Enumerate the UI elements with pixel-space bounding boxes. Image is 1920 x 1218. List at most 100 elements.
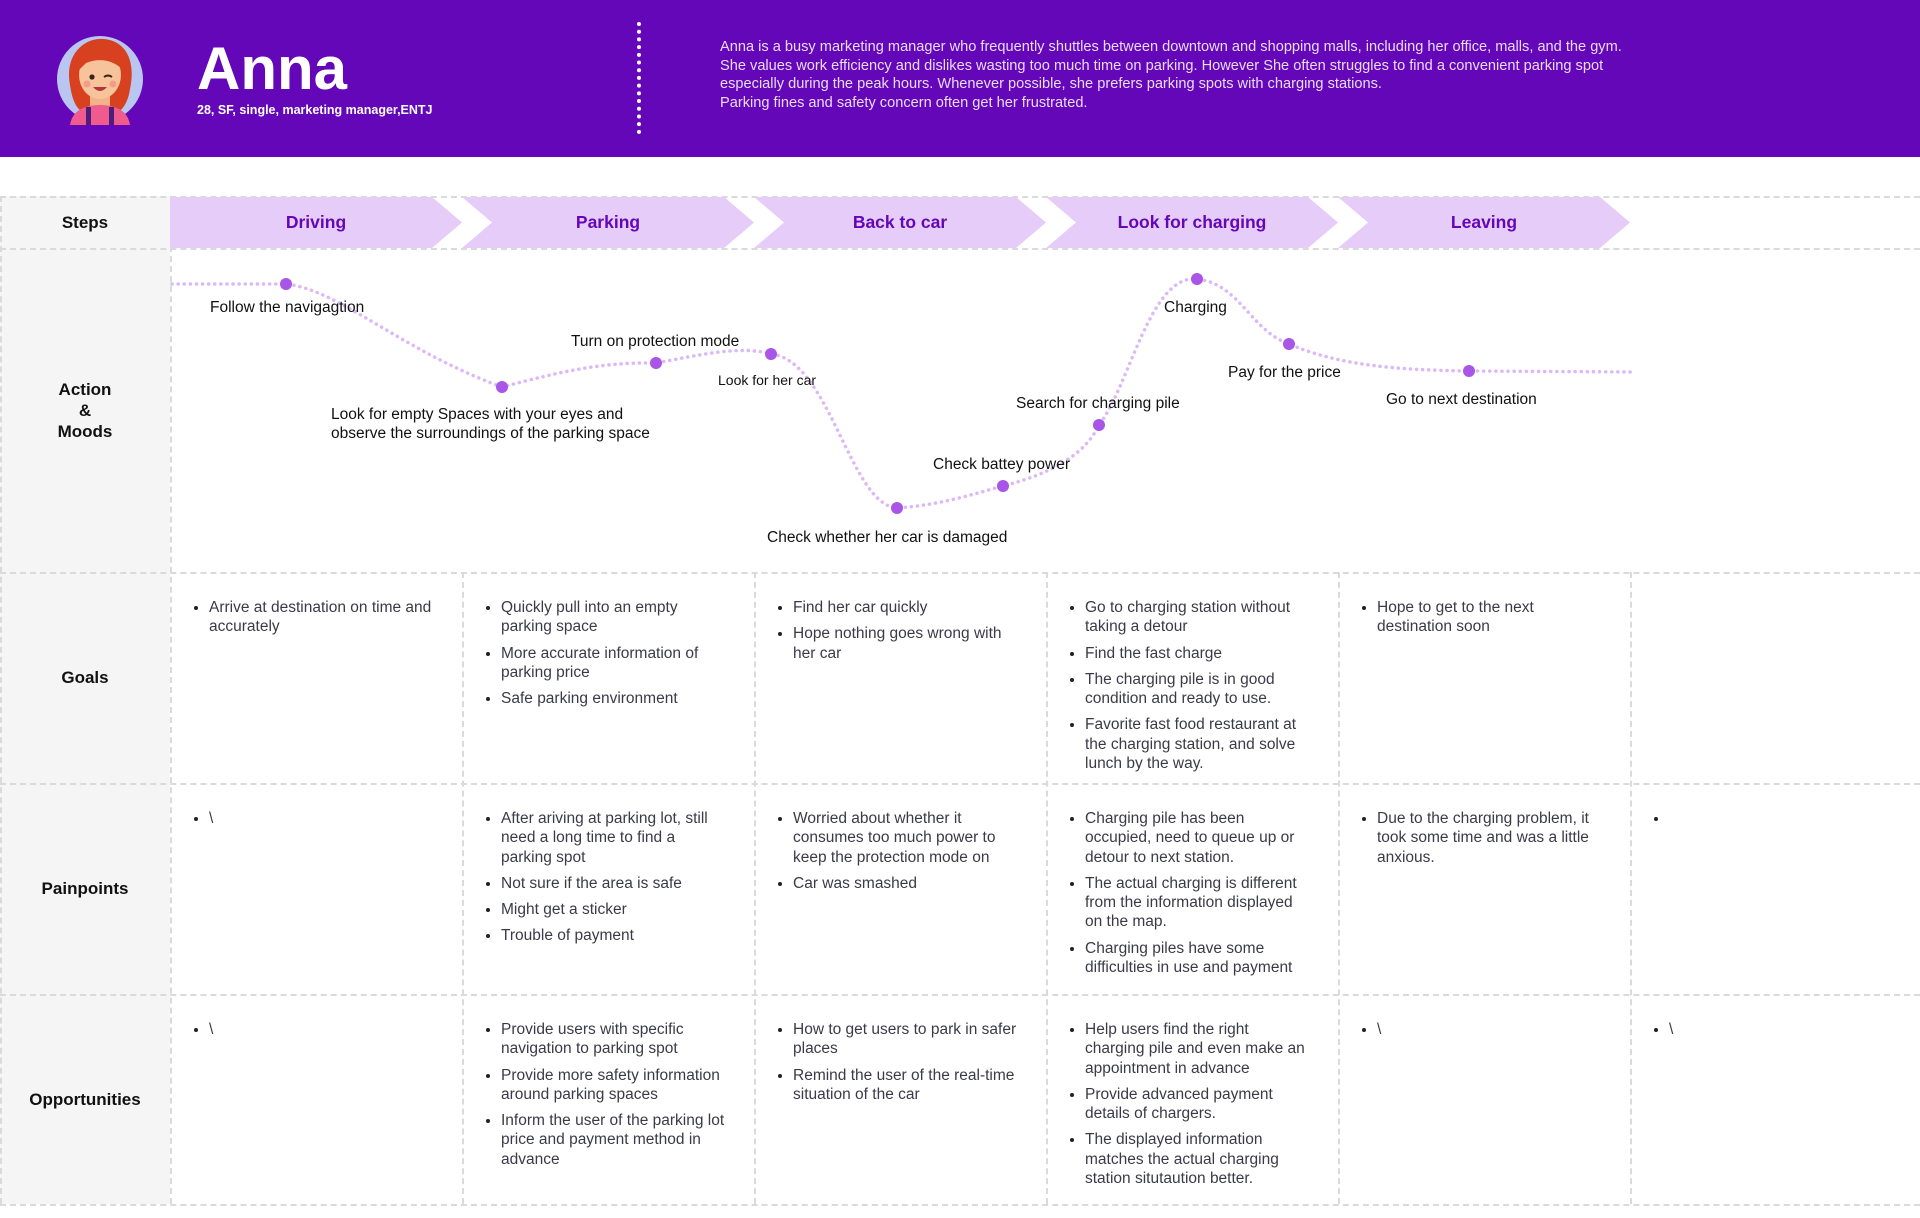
goal-item: More accurate information of parking pri…: [501, 644, 726, 683]
journey-label: Charging: [1164, 299, 1227, 316]
painpoint-item: [1669, 809, 1894, 828]
painpoints-cell-extra: [1649, 809, 1894, 835]
persona-description: Anna is a busy marketing manager who fre…: [720, 38, 1830, 112]
painpoint-item: Worried about whether it consumes too mu…: [793, 809, 1018, 867]
opportunity-item: How to get users to park in safer places: [793, 1020, 1018, 1059]
grid-line: [1046, 572, 1048, 1204]
step-driving: Driving: [170, 197, 462, 248]
mood-point: [650, 357, 662, 369]
opportunity-item: Help users find the right charging pile …: [1085, 1020, 1310, 1078]
persona-name: Anna: [197, 35, 347, 102]
description-line: Parking fines and safety concern often g…: [720, 94, 1088, 111]
step-parking: Parking: [462, 197, 754, 248]
painpoints-cell-back-to-car: Worried about whether it consumes too mu…: [773, 809, 1018, 900]
goal-item: Find her car quickly: [793, 598, 1018, 617]
painpoint-item: The actual charging is different from th…: [1085, 874, 1310, 932]
mood-point: [496, 381, 508, 393]
journey-label: Go to next destination: [1386, 391, 1537, 408]
journey-label: Pay for the price: [1228, 364, 1341, 381]
mood-curve: [170, 273, 1637, 514]
painpoint-item: Charging piles have some difficulties in…: [1085, 939, 1310, 978]
opportunity-item: Inform the user of the parking lot price…: [501, 1111, 731, 1169]
opportunity-item: Provide advanced payment details of char…: [1085, 1085, 1310, 1124]
painpoint-item: Trouble of payment: [501, 926, 726, 945]
description-line: Anna is a busy marketing manager who fre…: [720, 39, 1622, 55]
goal-item: Quickly pull into an empty parking space: [501, 598, 726, 637]
goal-item: The charging pile is in good condition a…: [1085, 670, 1310, 709]
journey-label: Turn on protection mode: [571, 333, 740, 350]
painpoint-item: Charging pile has been occupied, need to…: [1085, 809, 1310, 867]
header-divider: [637, 22, 641, 134]
row-label-goals: Goals: [61, 668, 109, 687]
row-label-line: Action: [58, 380, 112, 399]
grid-line: [1630, 572, 1632, 1204]
opportunities-cell-extra: \: [1649, 1020, 1894, 1046]
journey-label: Check battey power: [933, 456, 1070, 473]
opportunities-cell-look-for-charging: Help users find the right charging pile …: [1065, 1020, 1310, 1195]
opportunity-item: The displayed information matches the ac…: [1085, 1130, 1310, 1188]
journey-label: Look for empty Spaces with your eyes and…: [331, 406, 650, 442]
journey-label: Search for charging pile: [1016, 395, 1180, 412]
opportunities-cell-leaving: \: [1357, 1020, 1602, 1046]
journey-label: Look for her car: [718, 372, 817, 388]
row-label-line: Moods: [57, 422, 113, 441]
description-line: She values work efficiency and dislikes …: [720, 57, 1604, 74]
painpoint-item: \: [209, 809, 434, 828]
step-back-to-car: Back to car: [754, 197, 1046, 248]
description-line: especially during the peak hours. Whenev…: [720, 76, 1382, 92]
mood-point: [1093, 419, 1105, 431]
painpoints-cell-look-for-charging: Charging pile has been occupied, need to…: [1065, 809, 1310, 984]
opportunities-cell-back-to-car: How to get users to park in safer places…: [773, 1020, 1018, 1111]
grid-line: [0, 248, 1920, 250]
goal-item: Go to charging station without taking a …: [1085, 598, 1310, 637]
mood-point: [1463, 365, 1475, 377]
painpoints-cell-driving: \: [189, 809, 434, 835]
goals-cell-leaving: Hope to get to the next destination soon: [1357, 598, 1602, 644]
goal-item: Find the fast charge: [1085, 644, 1310, 663]
mood-point: [891, 502, 903, 514]
mood-point: [997, 480, 1009, 492]
row-label-opportunities: Opportunities: [29, 1090, 141, 1109]
journey-label: Check whether her car is damaged: [767, 529, 1008, 546]
painpoints-cell-leaving: Due to the charging problem, it took som…: [1357, 809, 1602, 874]
goal-item: Hope nothing goes wrong with her car: [793, 624, 1018, 663]
opportunity-item: \: [1377, 1020, 1602, 1039]
mood-curve-line: [170, 277, 1637, 510]
opportunity-item: Provide users with specific navigation t…: [501, 1020, 731, 1059]
grid-line: [0, 994, 1920, 996]
painpoints-cell-parking: After ariving at parking lot, still need…: [481, 809, 726, 953]
step-look-for-charging: Look for charging: [1046, 197, 1338, 248]
row-label-steps: Steps: [61, 213, 109, 232]
goals-cell-look-for-charging: Go to charging station without taking a …: [1065, 598, 1310, 780]
step-leaving: Leaving: [1338, 197, 1630, 248]
goals-cell-back-to-car: Find her car quickly Hope nothing goes w…: [773, 598, 1018, 670]
persona-meta: 28, SF, single, marketing manager,ENTJ: [197, 103, 433, 117]
grid-line: [754, 572, 756, 1204]
grid-line: [0, 1204, 1920, 1206]
grid-line: [0, 572, 1920, 574]
row-label-painpoints: Painpoints: [41, 879, 129, 898]
row-label-column: [0, 196, 170, 1204]
painpoint-item: Car was smashed: [793, 874, 1018, 893]
opportunity-item: Remind the user of the real-time situati…: [793, 1066, 1018, 1105]
row-label-action-moods: Action & Moods: [0, 379, 170, 442]
opportunity-item: \: [1669, 1020, 1894, 1039]
opportunity-item: \: [209, 1020, 434, 1039]
grid-line: [462, 572, 464, 1204]
journey-label: Follow the navigagtion: [210, 299, 365, 316]
mood-point: [1283, 338, 1295, 350]
painpoint-item: Due to the charging problem, it took som…: [1377, 809, 1602, 867]
painpoint-item: After ariving at parking lot, still need…: [501, 809, 726, 867]
persona-header: Anna 28, SF, single, marketing manager,E…: [0, 0, 1920, 157]
woman-avatar-icon: [56, 33, 144, 125]
opportunities-cell-parking: Provide users with specific navigation t…: [481, 1020, 731, 1176]
mood-point: [765, 348, 777, 360]
grid-line: [0, 783, 1920, 785]
goals-cell-driving: Arrive at destination on time and accura…: [189, 598, 434, 644]
painpoint-item: Might get a sticker: [501, 900, 726, 919]
grid-line: [0, 196, 2, 1204]
mood-point: [1191, 273, 1203, 285]
goals-cell-parking: Quickly pull into an empty parking space…: [481, 598, 726, 715]
grid-line: [170, 196, 172, 1204]
opportunity-item: Provide more safety information around p…: [501, 1066, 731, 1105]
